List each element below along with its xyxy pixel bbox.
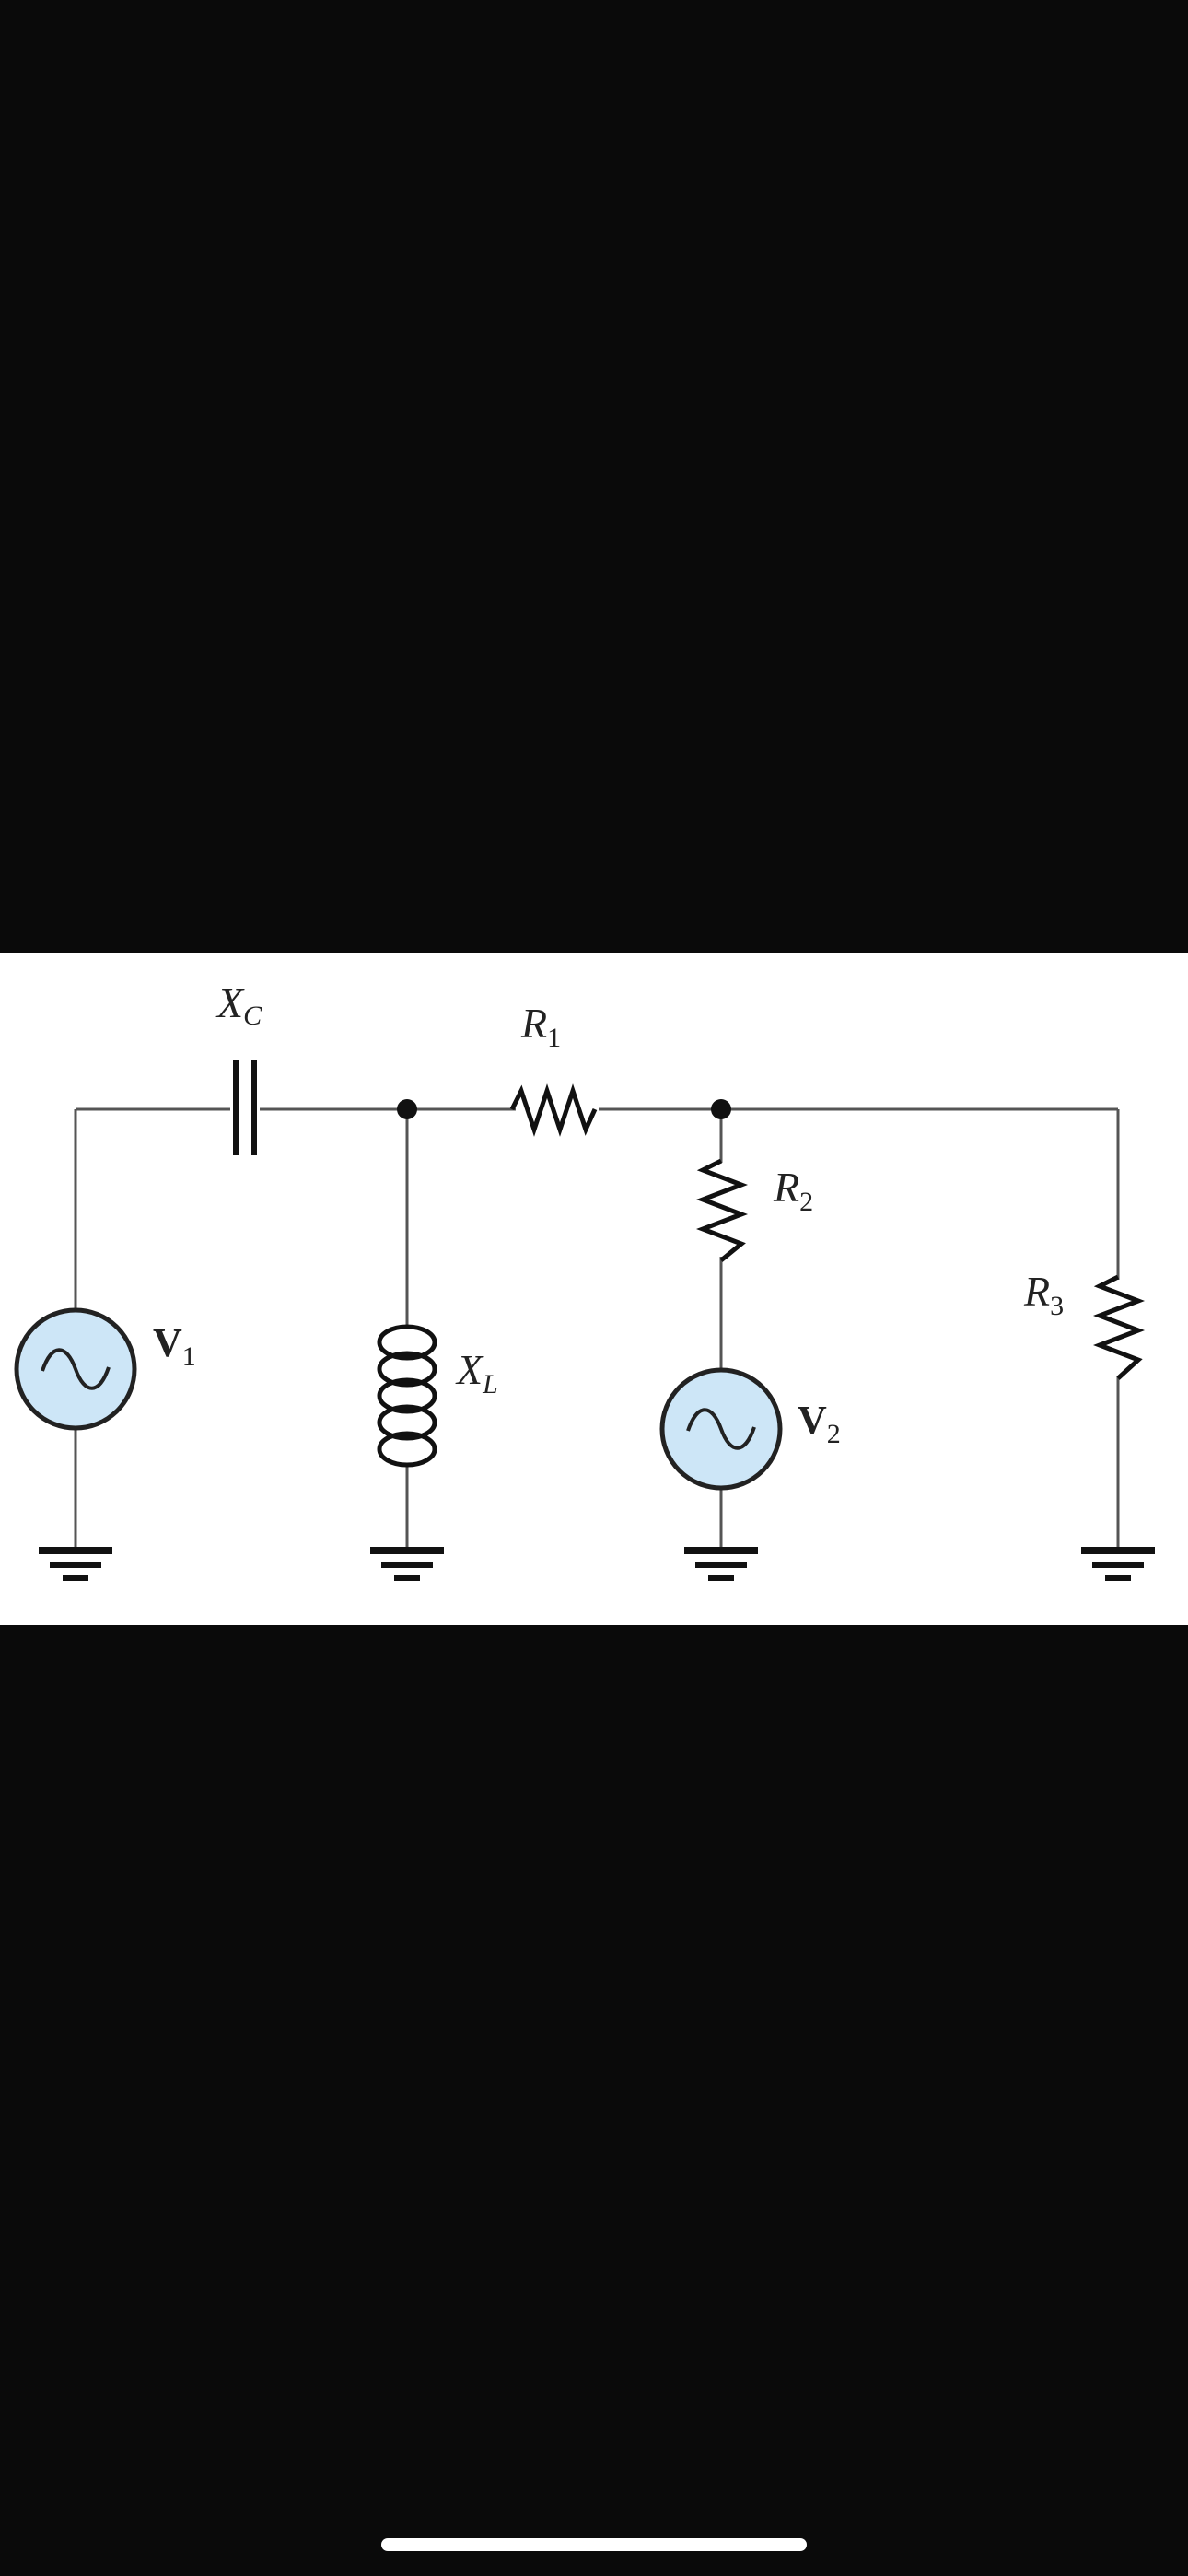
label-r2: R2: [773, 1164, 813, 1217]
wires: [74, 1107, 1120, 1550]
label-xl: XL: [455, 1346, 498, 1399]
label-r3: R3: [1023, 1268, 1064, 1321]
circuit-diagram-panel: XC R1 R2 R3 XL V1 V2: [0, 953, 1188, 1625]
resistor-r1-icon: [509, 1083, 598, 1137]
label-v2: V2: [798, 1398, 841, 1449]
ground-icon: [684, 1547, 758, 1581]
ground-icon: [1081, 1547, 1155, 1581]
ground-icon: [39, 1547, 112, 1581]
ac-source-icon: [659, 1367, 783, 1491]
resistor-r3-icon: [1092, 1274, 1146, 1380]
inductor-icon: [377, 1324, 437, 1468]
label-xc: XC: [215, 979, 262, 1031]
ground-icon: [370, 1547, 444, 1581]
node-dot-icon: [397, 1099, 417, 1119]
ac-source-icon: [14, 1307, 137, 1431]
home-indicator[interactable]: [381, 2538, 807, 2551]
node-dot-icon: [711, 1099, 731, 1119]
label-r1: R1: [520, 1000, 561, 1053]
label-v1: V1: [153, 1320, 196, 1372]
resistor-r2-icon: [695, 1158, 749, 1262]
capacitor-icon: [233, 1060, 257, 1155]
circuit-diagram: XC R1 R2 R3 XL V1 V2: [14, 979, 1155, 1581]
